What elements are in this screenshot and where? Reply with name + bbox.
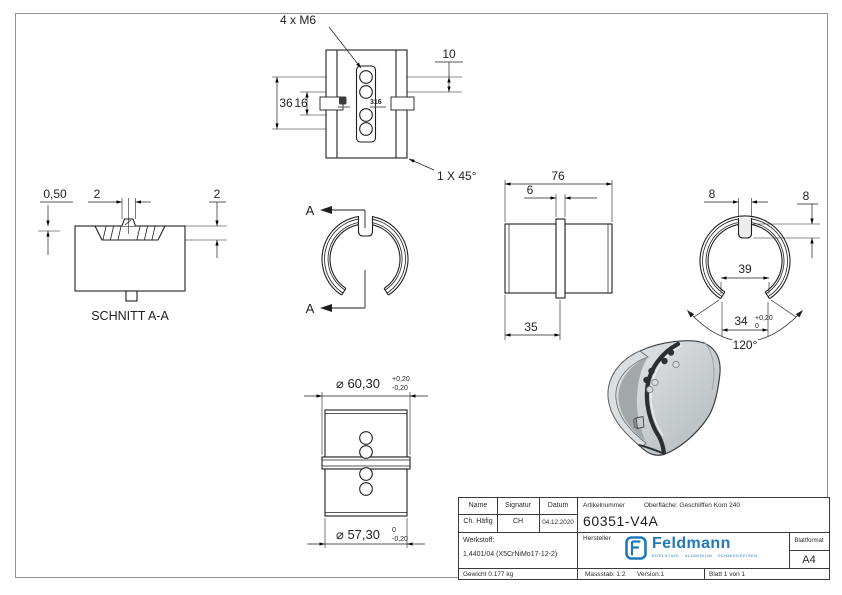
hole-4 bbox=[359, 122, 373, 136]
dim-end-to-rib: 35 bbox=[524, 320, 538, 334]
blattformat-label: Blattformat bbox=[794, 538, 824, 544]
isometric-render bbox=[607, 340, 721, 456]
artikelnummer-label: Artikelnummer bbox=[583, 502, 625, 509]
title-block: Name Signatur Datum Ch. Häfig CH 04.12.2… bbox=[458, 497, 830, 580]
gewicht-value: Gewicht 0.177 kg bbox=[463, 570, 514, 578]
body-tol-upper: 0 bbox=[392, 527, 396, 534]
stamp-316: 316 bbox=[370, 99, 382, 106]
logo-tagline: EDELSTAHL · ALUMINIUM · SCHMIEDEEISEN bbox=[652, 553, 758, 558]
signatur-value: CH bbox=[512, 518, 524, 525]
cut-label-a-top: A bbox=[306, 203, 315, 218]
render-hole-outline bbox=[672, 360, 680, 369]
dim-body-dia: ⌀ 57,30 bbox=[336, 527, 380, 542]
outer-tol-lower: -0,20 bbox=[392, 385, 408, 392]
blatt-value: Blatt 1 von 1 bbox=[709, 570, 746, 578]
dim-36: 36 bbox=[279, 96, 293, 110]
logo-text: Feldmann bbox=[652, 535, 731, 552]
dim-opening: 34 bbox=[734, 314, 748, 328]
dim-strip-depth: 2 bbox=[214, 187, 221, 201]
top-view-drawing bbox=[272, 26, 463, 171]
feldmann-logo: Feldmann EDELSTAHL · ALUMINIUM · SCHMIED… bbox=[625, 536, 758, 560]
signatur-label: Signatur bbox=[504, 502, 532, 509]
datum-label: Datum bbox=[547, 502, 569, 509]
profile-view-drawing bbox=[687, 198, 820, 342]
chamfer-note: 1 X 45° bbox=[437, 169, 477, 183]
section-title: SCHNITT A-A bbox=[91, 309, 169, 323]
dim-tab-width: 2 bbox=[94, 187, 101, 201]
datum-value: 04.12.2020 bbox=[542, 519, 574, 526]
sheet-border bbox=[15, 13, 828, 578]
opening-tol-lower: 0 bbox=[755, 323, 759, 330]
thread-note: 4 x M6 bbox=[280, 13, 316, 27]
hole-1 bbox=[359, 431, 373, 445]
name-label: Name bbox=[468, 502, 488, 509]
artikelnummer-value: 60351-V4A bbox=[583, 513, 659, 529]
dim-rib-width: 6 bbox=[527, 183, 534, 197]
dim-16: 16 bbox=[294, 96, 308, 110]
oberflaeche-value: Oberfläche: Geschliffen Korn 240 bbox=[644, 502, 740, 509]
version-value: Version:1 bbox=[637, 570, 665, 578]
render-hole bbox=[648, 367, 655, 375]
hersteller-label: Hersteller bbox=[583, 535, 611, 542]
dim-notch-depth: 8 bbox=[803, 189, 810, 203]
engraved-logo-stamp bbox=[339, 96, 347, 105]
render-hole bbox=[667, 349, 675, 356]
werkstoff-label: Werkstoff: bbox=[463, 537, 495, 544]
render-hole bbox=[643, 376, 650, 384]
massstab-value: Massstab: 1:2 bbox=[585, 570, 626, 578]
werkstoff-value: 1.4401/04 (X5CrNiMo17-12-2) bbox=[463, 551, 558, 558]
hole-1 bbox=[359, 70, 373, 84]
render-hole-outline bbox=[646, 385, 654, 394]
dim-lip-span: 39 bbox=[738, 262, 752, 276]
opening-tol-upper: +0,20 bbox=[755, 315, 773, 322]
front-view-drawing bbox=[304, 392, 428, 548]
cut-label-a-bottom: A bbox=[306, 301, 315, 316]
outer-tol-upper: +0,20 bbox=[392, 376, 410, 383]
dim-outer-dia: ⌀ 60,30 bbox=[336, 376, 380, 391]
cut-ring-drawing bbox=[320, 206, 409, 312]
dim-length: 76 bbox=[551, 169, 565, 183]
render-hole-outline bbox=[651, 378, 659, 387]
body-tol-lower: -0,20 bbox=[392, 536, 408, 543]
section-aa-drawing bbox=[38, 198, 227, 302]
hole-2 bbox=[359, 85, 373, 99]
render-hole bbox=[661, 357, 668, 365]
hole-2 bbox=[359, 445, 373, 459]
dim-groove-depth: 0,50 bbox=[43, 187, 67, 201]
dim-hole-pitch: 10 bbox=[442, 47, 456, 61]
hole-4 bbox=[359, 482, 373, 496]
feldmann-logo-icon bbox=[625, 536, 647, 560]
side-view-drawing bbox=[504, 180, 613, 340]
dim-notch-width: 8 bbox=[709, 187, 716, 201]
name-value: Ch. Häfig bbox=[463, 518, 493, 525]
blattformat-value: A4 bbox=[802, 554, 816, 566]
hole-3 bbox=[359, 467, 373, 481]
dim-opening-angle: 120° bbox=[733, 338, 758, 352]
hole-3 bbox=[359, 108, 373, 122]
